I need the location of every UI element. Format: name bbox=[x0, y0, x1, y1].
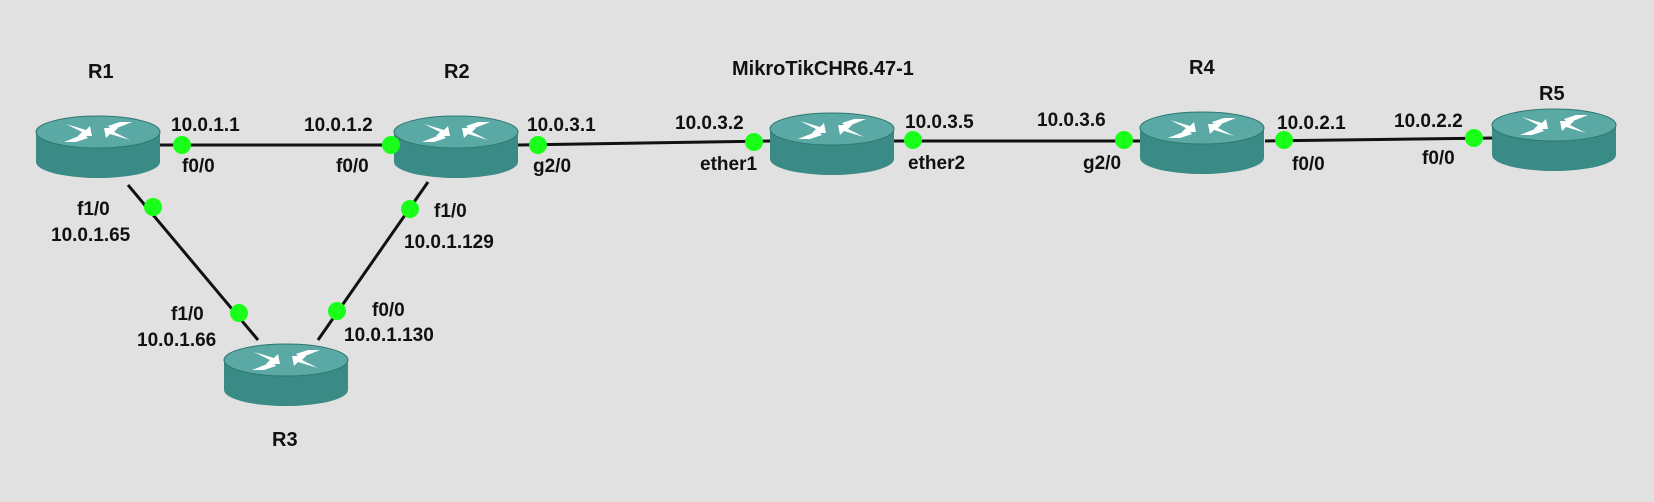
ip-label-mikrotik-ether1: 10.0.3.2 bbox=[675, 113, 744, 134]
ip-label-r4-f0-0: 10.0.2.1 bbox=[1277, 113, 1346, 134]
port-dot-r2-g2-0[interactable] bbox=[529, 136, 547, 154]
port-dot-r1-f0-0[interactable] bbox=[173, 136, 191, 154]
port-dot-mikrotik-ether2[interactable] bbox=[904, 131, 922, 149]
ip-label-r3-f0-0: 10.0.1.130 bbox=[344, 325, 434, 346]
ip-label-r2-f1-0: 10.0.1.129 bbox=[404, 232, 494, 253]
link-r4-r5[interactable] bbox=[1264, 136, 1496, 143]
link-r2-mikrotik[interactable] bbox=[517, 139, 771, 147]
ip-label-r2-f0-0: 10.0.1.2 bbox=[304, 115, 373, 136]
router-name-r3: R3 bbox=[272, 429, 298, 451]
port-dot-r2-f1-0[interactable] bbox=[401, 200, 419, 218]
router-icon bbox=[35, 115, 161, 179]
if-label-r4-f0-0: f0/0 bbox=[1292, 154, 1325, 175]
ip-label-r1-f1-0: 10.0.1.65 bbox=[51, 225, 131, 246]
if-label-r1-f0-0: f0/0 bbox=[182, 156, 215, 177]
router-r1[interactable] bbox=[35, 115, 161, 179]
router-icon bbox=[769, 112, 895, 176]
if-label-r4-g2-0: g2/0 bbox=[1083, 153, 1122, 174]
ip-label-r3-f1-0: 10.0.1.66 bbox=[137, 330, 217, 351]
port-dot-r5-f0-0[interactable] bbox=[1465, 129, 1483, 147]
if-label-mikrotik-ether2: ether2 bbox=[908, 153, 966, 174]
router-name-mikrotik: MikroTikCHR6.47-1 bbox=[732, 58, 914, 80]
router-r2[interactable] bbox=[393, 115, 519, 179]
port-dot-r1-f1-0[interactable] bbox=[144, 198, 162, 216]
if-label-mikrotik-ether1: ether1 bbox=[700, 154, 758, 175]
ip-label-mikrotik-ether2: 10.0.3.5 bbox=[905, 112, 974, 133]
port-dots bbox=[144, 129, 1483, 322]
if-label-r2-f0-0: f0/0 bbox=[336, 156, 369, 177]
router-name-r5: R5 bbox=[1539, 83, 1565, 105]
router-name-r2: R2 bbox=[444, 61, 470, 83]
port-dot-r4-g2-0[interactable] bbox=[1115, 131, 1133, 149]
ip-label-r5-f0-0: 10.0.2.2 bbox=[1394, 111, 1463, 132]
ip-label-r1-f0-0: 10.0.1.1 bbox=[171, 115, 240, 136]
router-icon bbox=[1491, 108, 1617, 172]
router-icon bbox=[1139, 111, 1265, 175]
ip-label-r4-g2-0: 10.0.3.6 bbox=[1037, 110, 1106, 131]
if-label-r2-g2-0: g2/0 bbox=[533, 156, 572, 177]
if-label-r2-f1-0: f1/0 bbox=[434, 201, 467, 222]
ip-label-r2-g2-0: 10.0.3.1 bbox=[527, 115, 596, 136]
port-dot-r4-f0-0[interactable] bbox=[1275, 131, 1293, 149]
router-r5[interactable] bbox=[1491, 108, 1617, 172]
port-dot-mikrotik-ether1[interactable] bbox=[745, 133, 763, 151]
port-dot-r2-f0-0[interactable] bbox=[382, 136, 400, 154]
router-icon bbox=[223, 343, 349, 407]
router-name-r4: R4 bbox=[1189, 57, 1215, 79]
if-label-r1-f1-0: f1/0 bbox=[77, 199, 110, 220]
port-dot-r3-f1-0[interactable] bbox=[230, 304, 248, 322]
router-icon bbox=[393, 115, 519, 179]
if-label-r5-f0-0: f0/0 bbox=[1422, 148, 1455, 169]
router-r4[interactable] bbox=[1139, 111, 1265, 175]
router-name-r1: R1 bbox=[88, 61, 114, 83]
if-label-r3-f0-0: f0/0 bbox=[372, 300, 405, 321]
if-label-r3-f1-0: f1/0 bbox=[171, 304, 204, 325]
router-mikrotik[interactable] bbox=[769, 112, 895, 176]
router-r3[interactable] bbox=[223, 343, 349, 407]
port-dot-r3-f0-0[interactable] bbox=[328, 302, 346, 320]
